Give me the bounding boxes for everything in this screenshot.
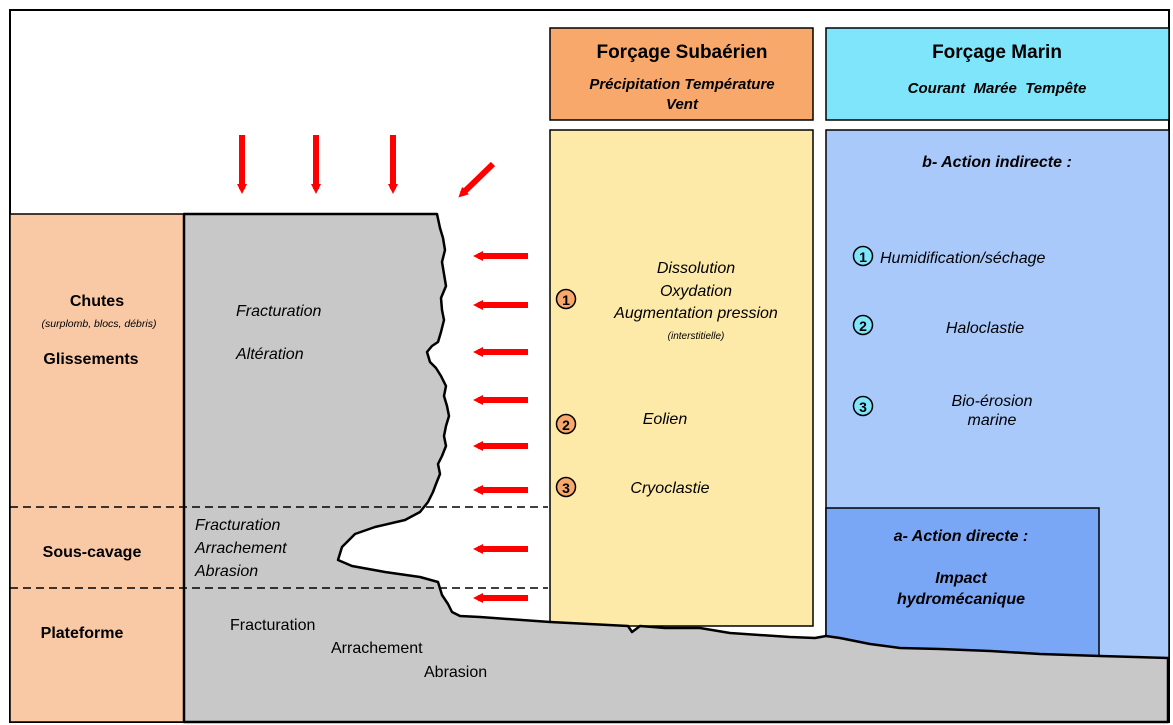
subaerial-factors-line2: Vent <box>666 96 699 113</box>
subaerial-item-pression: Augmentation pression <box>613 305 778 322</box>
diagonal-arrow <box>458 161 496 198</box>
marine-number-badge-3 <box>852 395 874 417</box>
marine-number-badge-2 <box>852 314 874 336</box>
marine-direct-action-box <box>825 507 1100 657</box>
rock-alteration-label: Altération <box>235 346 304 363</box>
label-chutes-detail: (surplomb, blocs, débris) <box>42 318 157 330</box>
subaerial-item-oxydation: Oxydation <box>660 283 732 300</box>
marine-header-panel <box>825 27 1170 121</box>
subaerial-header-panel <box>549 27 814 121</box>
platform-fracturation-label: Fracturation <box>230 617 315 634</box>
subaerial-factors-line1: Précipitation Température <box>589 76 774 93</box>
subaerial-title: Forçage Subaérien <box>596 42 767 63</box>
label-chutes: Chutes <box>70 293 124 310</box>
marine-direct-title: a- Action directe : <box>894 528 1029 545</box>
marine-item-bioerosion-line2: marine <box>968 412 1017 429</box>
platform-abrasion-label: Abrasion <box>424 664 487 681</box>
marine-number-3: 3 <box>859 399 867 415</box>
undercut-fracturation-label: Fracturation <box>195 517 280 534</box>
label-sous-cavage: Sous-cavage <box>43 544 142 561</box>
subaerial-number-badge-3 <box>555 476 577 498</box>
marine-direct-impact: Impact <box>935 570 987 587</box>
subaerial-number-3: 3 <box>562 480 570 496</box>
subaerial-number-badge-1 <box>555 288 577 310</box>
subaerial-number-badge-2 <box>555 413 577 435</box>
undercut-abrasion-label: Abrasion <box>194 563 258 580</box>
subaerial-number-2: 2 <box>562 417 570 433</box>
subaerial-item-cryoclastie: Cryoclastie <box>630 480 709 497</box>
marine-number-badge-1 <box>852 245 874 267</box>
undercut-arrachement-label: Arrachement <box>194 540 287 557</box>
rock-fracturation-label: Fracturation <box>236 303 321 320</box>
subaerial-body-panel <box>549 129 814 627</box>
marine-direct-hydromecanique: hydromécanique <box>897 591 1025 608</box>
left-process-column <box>9 213 185 723</box>
label-glissements: Glissements <box>43 351 138 368</box>
platform-arrachement-label: Arrachement <box>331 640 423 657</box>
marine-item-haloclastie: Haloclastie <box>946 320 1024 337</box>
label-plateforme: Plateforme <box>41 625 124 642</box>
marine-indirect-title: b- Action indirecte : <box>922 154 1072 171</box>
marine-number-1: 1 <box>859 249 867 265</box>
marine-title: Forçage Marin <box>932 42 1062 63</box>
cliff-rock-mass <box>182 212 1170 724</box>
marine-factors: Courant Marée Tempête <box>908 80 1087 97</box>
marine-item-bioerosion-line1: Bio-érosion <box>952 393 1033 410</box>
subaerial-item-interstitielle: (interstitielle) <box>668 331 725 342</box>
subaerial-item-dissolution: Dissolution <box>657 260 735 277</box>
subaerial-number-1: 1 <box>562 292 570 308</box>
subaerial-item-eolien: Eolien <box>643 411 688 428</box>
marine-item-humidification: Humidification/séchage <box>880 250 1046 267</box>
marine-number-2: 2 <box>859 318 867 334</box>
